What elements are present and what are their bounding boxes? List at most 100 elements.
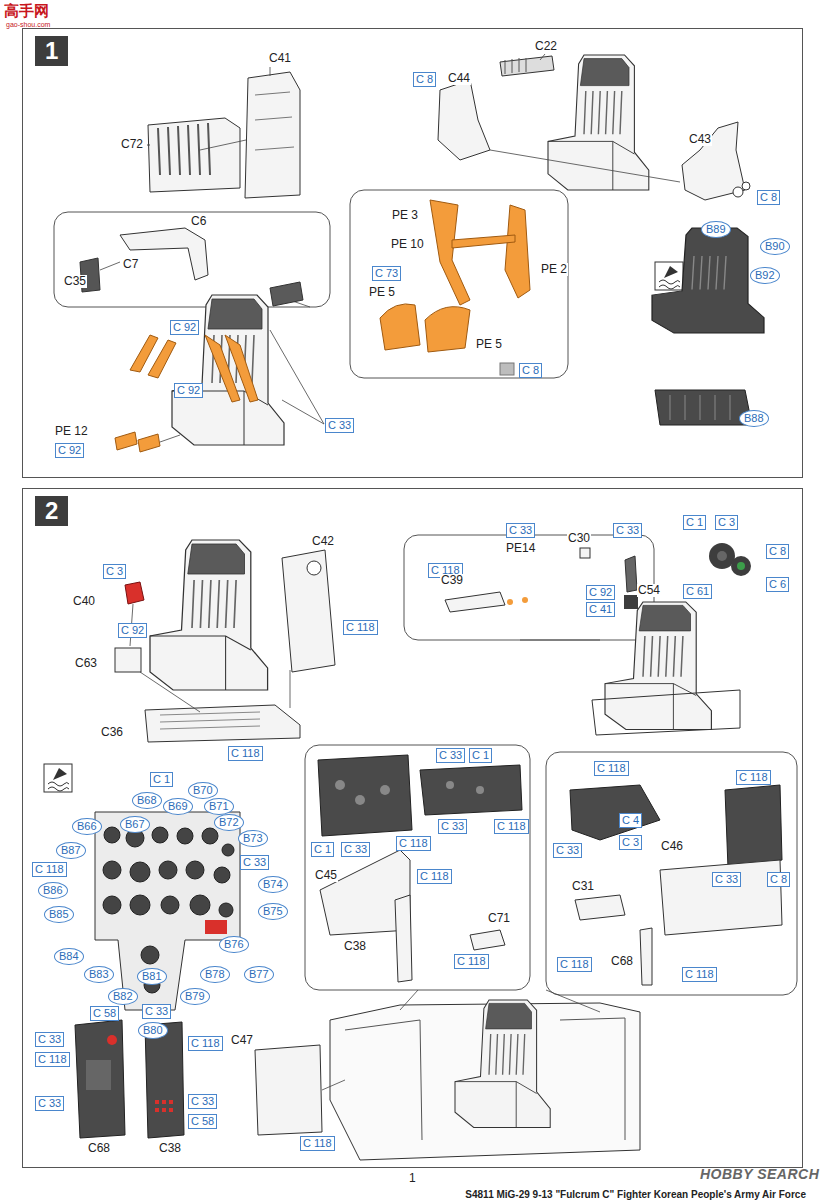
decal-callout: B92 — [750, 267, 780, 284]
part-number: C39 — [440, 574, 464, 587]
decal-callout: B87 — [56, 842, 86, 859]
part-number: PE 3 — [391, 209, 419, 222]
decal-callout: B85 — [44, 906, 74, 923]
part-number: PE 10 — [390, 238, 425, 251]
color-callout: C 4 — [619, 813, 642, 828]
color-callout: C 118 — [343, 620, 378, 635]
color-callout: C 33 — [438, 819, 467, 834]
color-callout: C 73 — [372, 266, 401, 281]
decal-callout: B90 — [760, 238, 790, 255]
part-number: C42 — [311, 535, 335, 548]
color-callout: C 1 — [469, 748, 492, 763]
part-number: PE 5 — [475, 338, 503, 351]
part-number: C68 — [87, 1142, 111, 1155]
color-callout: C 3 — [103, 564, 126, 579]
color-callout: C 58 — [188, 1114, 217, 1129]
color-callout: C 1 — [683, 515, 706, 530]
color-callout: C 33 — [142, 1004, 171, 1019]
decal-callout: B83 — [84, 966, 114, 983]
decal-callout: B76 — [219, 936, 249, 953]
watermark: HOBBY SEARCH — [700, 1168, 819, 1181]
part-number: PE 2 — [540, 263, 568, 276]
color-callout: C 61 — [683, 584, 712, 599]
part-number: C36 — [100, 726, 124, 739]
color-callout: C 118 — [228, 746, 263, 761]
color-callout: C 6 — [766, 577, 789, 592]
part-number: C35 — [63, 275, 87, 288]
part-number: PE 5 — [368, 286, 396, 299]
part-number: C22 — [534, 40, 558, 53]
part-number: PE14 — [505, 542, 536, 555]
decal-callout: B81 — [137, 968, 167, 985]
color-callout: C 118 — [736, 770, 771, 785]
decal-callout: B84 — [54, 948, 84, 965]
part-number: C63 — [74, 657, 98, 670]
part-number: C43 — [688, 133, 712, 146]
decal-callout: B69 — [163, 798, 193, 815]
color-callout: C 33 — [436, 748, 465, 763]
color-callout: C 8 — [767, 872, 790, 887]
part-number: C6 — [190, 215, 207, 228]
decal-callout: B79 — [180, 988, 210, 1005]
part-number: C72 — [120, 138, 144, 151]
step-panel: 1 — [22, 28, 803, 478]
part-number: C54 — [637, 584, 661, 597]
part-number: C41 — [268, 52, 292, 65]
decal-callout: B89 — [701, 221, 731, 238]
decal-callout: B68 — [132, 792, 162, 809]
color-callout: C 33 — [553, 843, 582, 858]
color-callout: C 41 — [586, 602, 615, 617]
color-callout: C 8 — [413, 72, 436, 87]
part-number: C46 — [660, 840, 684, 853]
decal-callout: B73 — [238, 830, 268, 847]
part-number: C31 — [571, 880, 595, 893]
color-callout: C 118 — [682, 967, 717, 982]
color-callout: C 1 — [150, 772, 173, 787]
color-callout: C 1 — [311, 842, 334, 857]
color-callout: C 118 — [396, 836, 431, 851]
color-callout: C 92 — [170, 320, 199, 335]
color-callout: C 92 — [118, 623, 147, 638]
decal-callout: B71 — [204, 798, 234, 815]
page-number: 1 — [409, 1172, 416, 1185]
color-callout: C 118 — [300, 1136, 335, 1151]
decal-callout: B72 — [214, 814, 244, 831]
color-callout: C 118 — [32, 862, 67, 877]
color-callout: C 33 — [188, 1094, 217, 1109]
decal-callout: B88 — [739, 410, 769, 427]
decal-callout: B66 — [72, 818, 102, 835]
decal-callout: B78 — [200, 966, 230, 983]
color-callout: C 33 — [35, 1032, 64, 1047]
color-callout: C 3 — [715, 515, 738, 530]
color-callout: C 33 — [613, 523, 642, 538]
part-number: C40 — [72, 595, 96, 608]
color-callout: C 33 — [506, 523, 535, 538]
color-callout: C 33 — [240, 855, 269, 870]
color-callout: C 33 — [341, 842, 370, 857]
decal-callout: B74 — [258, 876, 288, 893]
watermark: gao-shou.com — [6, 21, 50, 29]
color-callout: C 118 — [188, 1036, 223, 1051]
color-callout: C 33 — [325, 418, 354, 433]
decal-callout: B80 — [138, 1022, 168, 1039]
decal-callout: B75 — [258, 903, 288, 920]
color-callout: C 92 — [55, 443, 84, 458]
part-number: C30 — [567, 532, 591, 545]
color-callout: C 8 — [766, 544, 789, 559]
color-callout: C 118 — [594, 761, 629, 776]
color-callout: C 92 — [174, 383, 203, 398]
color-callout: C 118 — [454, 954, 489, 969]
decal-callout: B67 — [120, 816, 150, 833]
part-number: PE 12 — [54, 425, 89, 438]
color-callout: C 92 — [586, 585, 615, 600]
decal-callout: B82 — [108, 988, 138, 1005]
step-number: 2 — [35, 496, 68, 526]
color-callout: C 33 — [35, 1096, 64, 1111]
part-number: C38 — [343, 940, 367, 953]
color-callout: C 8 — [519, 363, 542, 378]
color-callout: C 118 — [417, 869, 452, 884]
color-callout: C 118 — [557, 957, 592, 972]
part-number: C44 — [447, 72, 471, 85]
